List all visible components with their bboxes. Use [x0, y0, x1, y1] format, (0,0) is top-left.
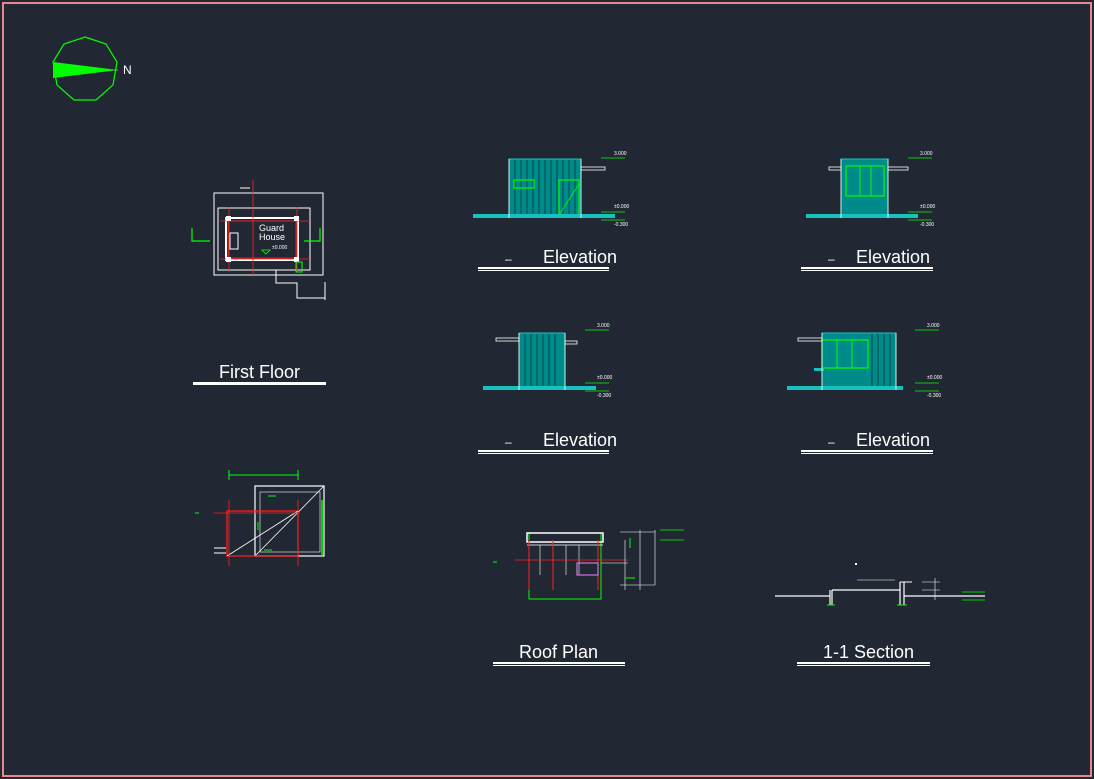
elev3-level-ground: -0.300	[597, 393, 611, 399]
roof-plan-title: Roof Plan	[519, 642, 598, 662]
first-floor-plan	[191, 180, 326, 300]
elevation-3-dash: –	[505, 435, 512, 449]
section-underline	[797, 662, 930, 664]
elevation-1-underline-2	[478, 270, 609, 271]
elevation-1-dash: –	[505, 252, 512, 266]
elev1-level-ground: -0.300	[614, 222, 628, 228]
plan-level-mark: ±0.000	[272, 245, 287, 251]
roof-plan-small	[195, 470, 325, 566]
elevation-2-underline-2	[801, 270, 933, 271]
elevation-2-dash: –	[828, 252, 835, 266]
roof-plan-underline	[493, 662, 625, 664]
elevation-1-drawing	[473, 157, 625, 221]
elev4-level-zero: ±0.000	[927, 375, 942, 381]
plan-room-label-house: House	[259, 232, 285, 242]
elevation-2-drawing	[806, 157, 932, 221]
roof-plan-drawing	[493, 529, 684, 600]
plan-room-label-guard: Guard	[259, 223, 284, 233]
elevation-2-title: Elevation	[856, 247, 930, 267]
north-arrow-icon	[52, 36, 118, 101]
elevation-4-title: Elevation	[856, 430, 930, 450]
elev2-level-zero: ±0.000	[920, 204, 935, 210]
elevation-3-drawing	[483, 329, 609, 392]
section-underline-2	[797, 665, 930, 666]
elev4-level-ground: -0.300	[927, 393, 941, 399]
elevation-4-dash: –	[828, 435, 835, 449]
elev2-level-ground: -0.300	[920, 222, 934, 228]
elevation-4-underline-2	[801, 453, 933, 454]
elev3-level-top: 3.000	[597, 323, 610, 329]
elevation-4-underline	[801, 450, 933, 452]
elev1-level-zero: ±0.000	[614, 204, 629, 210]
section-title: 1-1 Section	[823, 642, 914, 662]
elevation-3-underline-2	[478, 453, 609, 454]
elevation-1-title: Elevation	[543, 247, 617, 267]
elev4-level-top: 3.000	[927, 323, 940, 329]
roof-plan-underline-2	[493, 665, 625, 666]
north-label: N	[123, 63, 132, 77]
elevation-3-underline	[478, 450, 609, 452]
elev3-level-zero: ±0.000	[597, 375, 612, 381]
first-floor-underline	[193, 382, 326, 385]
elev1-level-top: 3.000	[614, 151, 627, 157]
elevation-4-drawing	[787, 329, 939, 392]
elevation-1-underline	[478, 267, 609, 269]
elevation-3-title: Elevation	[543, 430, 617, 450]
section-drawing	[775, 563, 985, 606]
first-floor-title: First Floor	[219, 362, 300, 382]
elev2-level-top: 3.000	[920, 151, 933, 157]
elevation-2-underline	[801, 267, 933, 269]
